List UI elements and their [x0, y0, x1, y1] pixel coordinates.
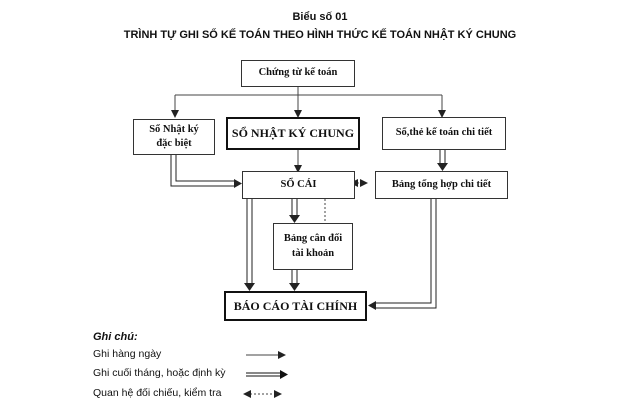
node-bang-can-doi-line1: Bảng cân đối	[283, 233, 343, 245]
legend-periodic-label: Ghi cuối tháng, hoặc định kỳ	[93, 367, 226, 379]
legend-title: Ghi chú:	[93, 331, 138, 343]
node-so-cai: SỔ CÁI	[242, 171, 355, 199]
node-so-nk-chung: SỔ NHẬT KÝ CHUNG	[226, 117, 360, 150]
node-chung-tu: Chứng từ kế toán	[241, 60, 355, 87]
node-bang-can-doi-line2: tài khoản	[291, 247, 335, 259]
node-bang-can-doi: Bảng cân đối tài khoản	[273, 223, 353, 270]
node-bang-tong-hop: Bảng tổng hợp chi tiết	[375, 171, 508, 199]
node-bao-cao-label: BÁO CÁO TÀI CHÍNH	[233, 298, 358, 313]
node-so-nk-dac-biet: Sổ Nhật ký đặc biệt	[133, 119, 215, 155]
node-so-the-chi-tiet: Sổ,thẻ kế toán chi tiết	[382, 117, 506, 150]
legend-daily-label: Ghi hàng ngày	[93, 348, 162, 360]
arrow-dacbiet-to-socai	[170, 155, 234, 187]
node-chung-tu-label: Chứng từ kế toán	[258, 67, 338, 79]
legend-reconcile-label: Quan hệ đối chiếu, kiểm tra	[93, 387, 222, 399]
node-bao-cao: BÁO CÁO TÀI CHÍNH	[224, 291, 367, 321]
node-so-nk-dac-biet-line1: Sổ Nhật ký	[149, 123, 199, 135]
arrow-tonghop-to-baocao	[376, 199, 432, 304]
node-bang-tong-hop-label: Bảng tổng hợp chi tiết	[391, 178, 492, 190]
node-so-cai-label: SỔ CÁI	[280, 178, 317, 190]
node-so-nk-chung-label: SỔ NHẬT KÝ CHUNG	[231, 126, 355, 141]
diagram-title: TRÌNH TỰ GHI SỔ KẾ TOÁN THEO HÌNH THỨC K…	[123, 29, 517, 41]
diagram-label: Biểu số 01	[292, 11, 348, 23]
node-so-the-chi-tiet-label: Sổ,thẻ kế toán chi tiết	[395, 127, 493, 139]
node-so-nk-dac-biet-line2: đặc biệt	[156, 138, 192, 149]
